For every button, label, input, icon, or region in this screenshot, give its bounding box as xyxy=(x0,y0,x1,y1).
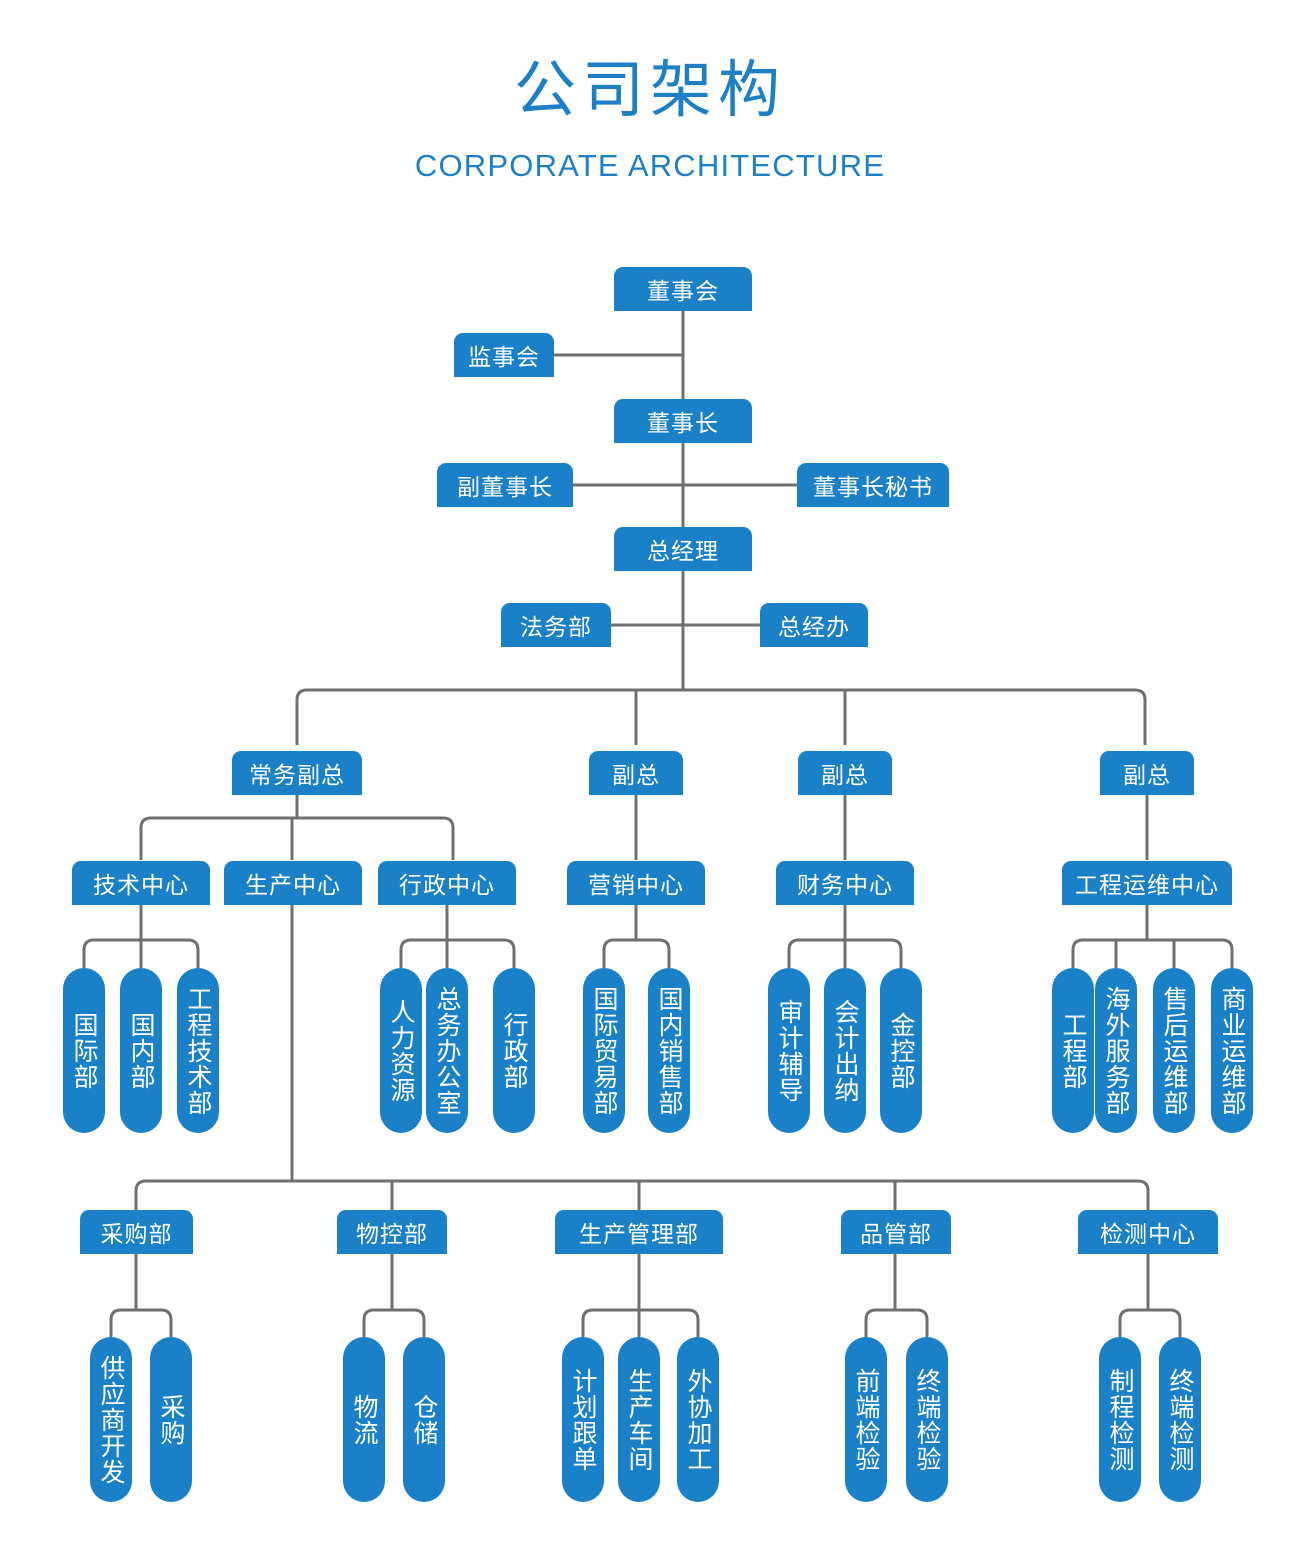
node-finance-center[interactable]: 财务中心 xyxy=(776,861,914,905)
node-human-resources[interactable]: 人力资源 xyxy=(380,968,422,1133)
node-gm-office[interactable]: 总经办 xyxy=(760,603,868,647)
node-front-end-inspection[interactable]: 前端检验 xyxy=(845,1337,887,1502)
node-chairman-secretary[interactable]: 董事长秘书 xyxy=(797,463,949,507)
node-vp-marketing[interactable]: 副总 xyxy=(589,751,683,795)
node-marketing-center[interactable]: 营销中心 xyxy=(567,861,705,905)
node-planning-order-tracking[interactable]: 计划跟单 xyxy=(562,1337,604,1502)
node-international-dept[interactable]: 国际部 xyxy=(63,968,105,1133)
page-subtitle: CORPORATE ARCHITECTURE xyxy=(414,148,886,183)
node-production-center[interactable]: 生产中心 xyxy=(224,861,362,905)
node-general-manager[interactable]: 总经理 xyxy=(614,527,752,571)
node-general-affairs-office[interactable]: 总务办公室 xyxy=(426,968,468,1133)
node-chairman[interactable]: 董事长 xyxy=(614,399,752,443)
node-vp-engineering[interactable]: 副总 xyxy=(1100,751,1194,795)
node-engineering-ops-center[interactable]: 工程运维中心 xyxy=(1062,861,1232,905)
node-executive-vp[interactable]: 常务副总 xyxy=(232,751,362,795)
node-material-control-dept[interactable]: 物控部 xyxy=(337,1210,447,1254)
node-purchasing-dept[interactable]: 采购部 xyxy=(80,1210,193,1254)
node-financial-control-dept[interactable]: 金控部 xyxy=(880,968,922,1133)
node-engineering-dept[interactable]: 工程部 xyxy=(1052,968,1094,1133)
node-administration-dept[interactable]: 行政部 xyxy=(493,968,535,1133)
node-vice-chairman[interactable]: 副董事长 xyxy=(437,463,573,507)
node-board[interactable]: 董事会 xyxy=(614,267,752,311)
node-international-trade-dept[interactable]: 国际贸易部 xyxy=(583,968,625,1133)
node-technology-center[interactable]: 技术中心 xyxy=(72,861,210,905)
node-commercial-ops-dept[interactable]: 商业运维部 xyxy=(1211,968,1253,1133)
node-testing-center[interactable]: 检测中心 xyxy=(1078,1210,1218,1254)
node-production-management-dept[interactable]: 生产管理部 xyxy=(555,1210,723,1254)
node-warehousing[interactable]: 仓储 xyxy=(403,1337,445,1502)
node-quality-control-dept[interactable]: 品管部 xyxy=(841,1210,951,1254)
node-production-workshop[interactable]: 生产车间 xyxy=(618,1337,660,1502)
node-terminal-inspection[interactable]: 终端检验 xyxy=(906,1337,948,1502)
node-legal-dept[interactable]: 法务部 xyxy=(501,603,611,647)
node-audit-guidance[interactable]: 审计辅导 xyxy=(768,968,810,1133)
page-title: 公司架构 xyxy=(513,56,786,125)
node-logistics[interactable]: 物流 xyxy=(343,1337,385,1502)
node-process-testing[interactable]: 制程检测 xyxy=(1099,1337,1141,1502)
node-terminal-testing[interactable]: 终端检测 xyxy=(1159,1337,1201,1502)
node-vp-finance[interactable]: 副总 xyxy=(798,751,892,795)
node-accounting-cashier[interactable]: 会计出纳 xyxy=(824,968,866,1133)
node-procurement[interactable]: 采购 xyxy=(150,1337,192,1502)
node-supervisory-board[interactable]: 监事会 xyxy=(454,333,554,377)
node-administration-center[interactable]: 行政中心 xyxy=(378,861,516,905)
node-outsourced-processing[interactable]: 外协加工 xyxy=(677,1337,719,1502)
node-supplier-development[interactable]: 供应商开发 xyxy=(90,1337,132,1502)
node-domestic-dept[interactable]: 国内部 xyxy=(120,968,162,1133)
node-overseas-service-dept[interactable]: 海外服务部 xyxy=(1095,968,1137,1133)
node-after-sales-ops-dept[interactable]: 售后运维部 xyxy=(1153,968,1195,1133)
node-engineering-technology-dept[interactable]: 工程技术部 xyxy=(177,968,219,1133)
node-domestic-sales-dept[interactable]: 国内销售部 xyxy=(648,968,690,1133)
